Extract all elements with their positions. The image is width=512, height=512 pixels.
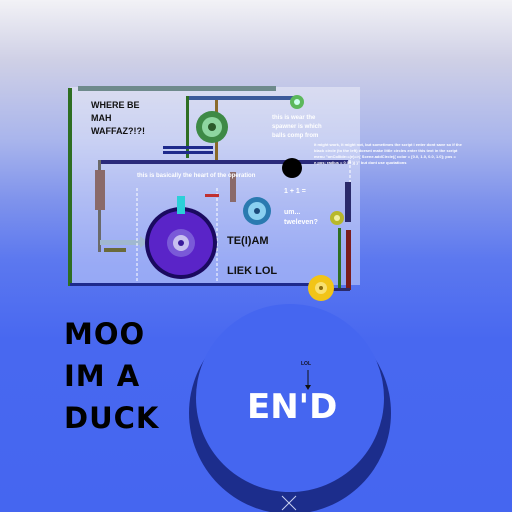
- wear-label: this is wear the spawner is which balls …: [272, 115, 322, 139]
- right-green-wire: [338, 228, 341, 288]
- short-wire-a: [163, 146, 213, 149]
- bottom-wire: [70, 283, 310, 286]
- script-note: it might work, it might not, but sometim…: [314, 142, 462, 165]
- arrow-shaft: [100, 240, 140, 245]
- moo-label: MOO IM A DUCK: [64, 317, 160, 435]
- sum-label: 1 + 1 =: [284, 188, 306, 195]
- answer-label: um... tweleven?: [284, 209, 318, 226]
- mid-piston: [230, 172, 236, 202]
- x-mark-b: [281, 495, 297, 511]
- main-wheel-axle: [178, 240, 184, 246]
- top-gear-hub: [208, 123, 216, 131]
- right-post: [345, 182, 351, 222]
- lol-arrow-head: [305, 385, 311, 390]
- liek-label: LIEK LOL: [227, 265, 278, 277]
- red-marker: [205, 194, 219, 197]
- upper-wire: [188, 96, 298, 100]
- mid-wire: [98, 160, 348, 164]
- olive-gear-hub: [334, 215, 340, 221]
- gear-wire: [186, 96, 189, 158]
- left-piston: [95, 170, 105, 210]
- lol-label: LOL: [301, 361, 311, 367]
- left-bar: [104, 248, 126, 252]
- small-gear-hub: [294, 99, 300, 105]
- right-red-wire: [346, 230, 351, 290]
- top-rail: [78, 86, 276, 91]
- short-wire-b: [163, 151, 213, 154]
- heart-label: this is basically the heart of the opera…: [137, 173, 256, 179]
- left-green-wire: [68, 88, 72, 286]
- wheel-piston: [177, 196, 185, 214]
- where-label: WHERE BE MAH WAFFAZ?!?!: [91, 100, 145, 136]
- arrow-head: [140, 236, 148, 248]
- team-label: TE(I)AM: [227, 235, 269, 247]
- end-label: EN'D: [247, 387, 338, 427]
- moon-inner: [196, 304, 384, 492]
- blue-gear-hub: [254, 208, 260, 214]
- spawner-ball[interactable]: [282, 158, 302, 178]
- yellow-gear-hub: [319, 286, 323, 290]
